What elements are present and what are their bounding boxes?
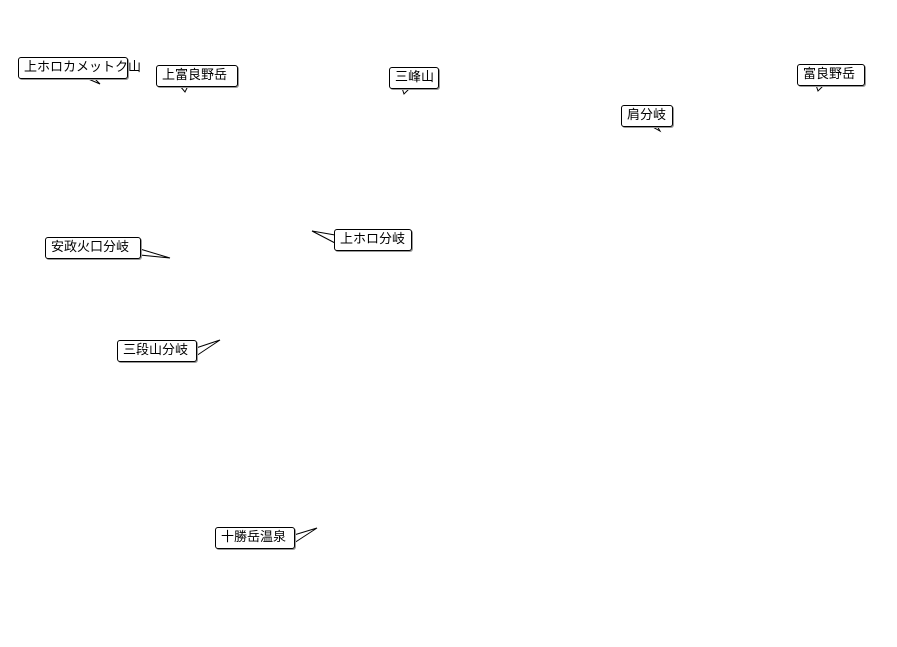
place-label-kamifurano-dake[interactable]: 上富良野岳 [156, 65, 238, 87]
place-label-kata-bunki[interactable]: 肩分岐 [621, 105, 673, 127]
place-label-kamihorokamettoku-yama[interactable]: 上ホロカメットク山 [18, 57, 141, 79]
place-label-sandan-yama-bunki[interactable]: 三段山分岐 [117, 340, 197, 362]
place-label-kamihoro-bunki[interactable]: 上ホロ分岐 [334, 229, 412, 251]
place-label-furano-dake[interactable]: 富良野岳 [797, 64, 865, 86]
place-label-tokachidake-onsen[interactable]: 十勝岳温泉 [215, 527, 295, 549]
place-label-sanpo-yama[interactable]: 三峰山 [389, 67, 439, 89]
callout-pointer [311, 230, 336, 244]
callout-pointer [293, 527, 318, 544]
callout-pointer [139, 248, 171, 259]
callout-pointer [195, 339, 221, 357]
place-label-ansei-kako-bunki[interactable]: 安政火口分岐 [45, 237, 141, 259]
